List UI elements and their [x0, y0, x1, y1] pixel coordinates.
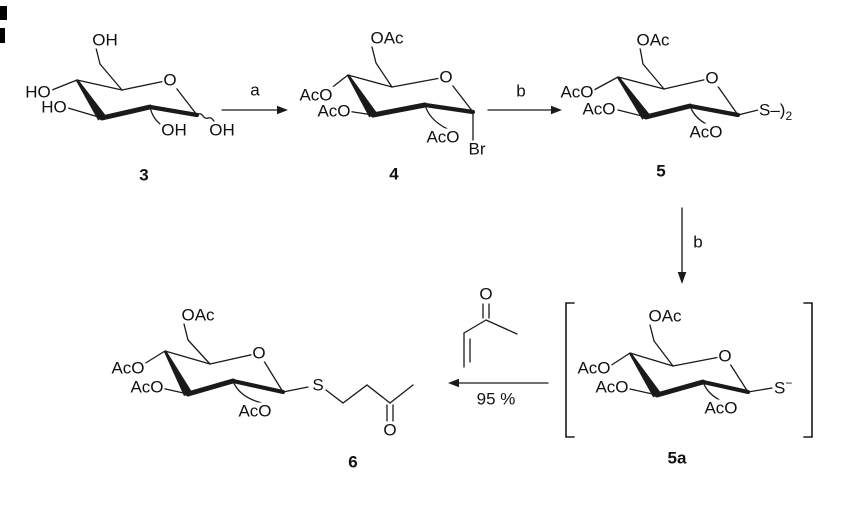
c4-ring-oxygen-label: O: [438, 67, 454, 87]
right-bracket: [803, 302, 813, 438]
arrow-step-a: [221, 105, 288, 115]
c3-c2-hydroxyl-label: OH: [160, 120, 188, 140]
compound-number-3: 3: [139, 165, 149, 185]
arrow-michael-addition: [448, 378, 549, 388]
c4-c2-acetate-label: AcO: [425, 127, 461, 147]
c5-disulfide-label: S–)2: [758, 100, 794, 123]
compound-number-5a: 5a: [667, 448, 687, 468]
step-a-label: a: [250, 80, 260, 100]
c3-c3-hydroxyl-label: HO: [40, 97, 68, 117]
compound-5a-skeleton: [565, 302, 813, 438]
c5a-c6-acetate-label: OAc: [647, 306, 683, 326]
c6-c4-acetate-label: AcO: [110, 358, 146, 378]
c3-c6-hydroxyl-label: OH: [91, 30, 119, 50]
c6-sulfur-label: S: [311, 375, 325, 395]
yield-label: 95 %: [476, 389, 516, 409]
c3-c4-hydroxyl-label: HO: [24, 82, 52, 102]
c6-c6-acetate-label: OAc: [180, 305, 216, 325]
c5a-thiolate-label: S−: [773, 375, 794, 398]
c5-c4-acetate-label: AcO: [559, 82, 595, 102]
c5a-c2-acetate-label: AcO: [703, 398, 739, 418]
c4-c6-acetate-label: OAc: [369, 28, 405, 48]
c4-c3-acetate-label: AcO: [316, 101, 352, 121]
c5-c2-acetate-label: AcO: [688, 122, 724, 142]
step-b-top-label: b: [516, 81, 526, 101]
c6-c3-acetate-label: AcO: [129, 377, 165, 397]
c5-c6-acetate-label: OAc: [635, 30, 671, 50]
compound-number-4: 4: [389, 164, 399, 184]
thioether-chain: [325, 384, 391, 404]
compound-6-skeleton: [143, 323, 414, 422]
compound-5-skeleton: [593, 47, 759, 129]
c5a-c3-acetate-label: AcO: [594, 377, 630, 397]
c5-ring-oxygen-label: O: [704, 68, 720, 88]
compound-number-5: 5: [656, 161, 666, 181]
c4-c4-acetate-label: AcO: [298, 85, 334, 105]
c5a-c4-acetate-label: AcO: [576, 358, 612, 378]
c5-c3-acetate-label: AcO: [581, 99, 617, 119]
c3-ring-oxygen-label: O: [162, 70, 178, 90]
c6-carbonyl-oxygen-label: O: [382, 420, 398, 440]
wavy-anomeric-bond: [197, 113, 218, 124]
left-bracket: [565, 302, 575, 438]
scan-artifact: [0, 6, 7, 43]
mvk-carbonyl-oxygen-label: O: [478, 284, 494, 304]
compound-number-6: 6: [348, 452, 358, 472]
compound-3-skeleton: [51, 47, 218, 127]
c6-c2-acetate-label: AcO: [237, 401, 273, 421]
arrow-step-b-down: [677, 207, 687, 284]
c6-ring-oxygen-label: O: [251, 343, 267, 363]
c5a-ring-oxygen-label: O: [717, 346, 733, 366]
arrow-step-b-top: [487, 105, 562, 115]
step-b-down-label: b: [693, 232, 703, 252]
c3-anomeric-hydroxyl-label: OH: [208, 120, 236, 140]
c4-bromide-label: Br: [467, 139, 487, 159]
mvk-skeleton: [463, 303, 518, 368]
